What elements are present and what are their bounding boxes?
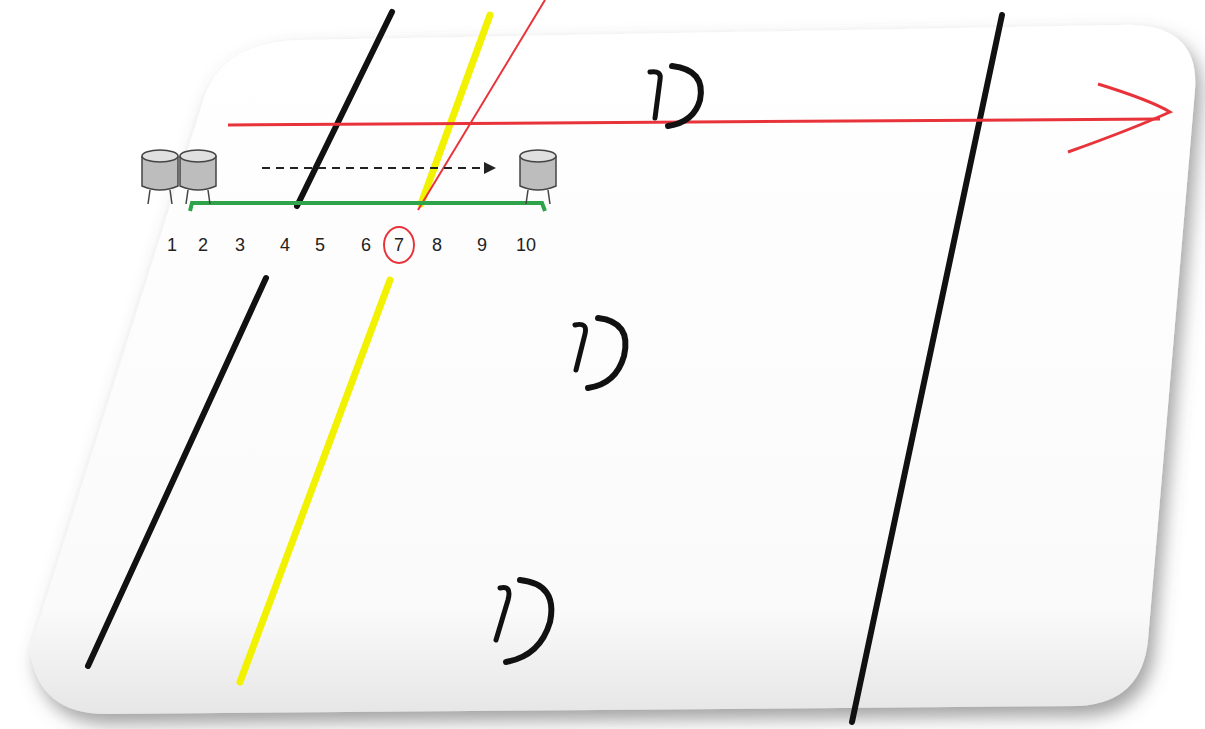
sensor: [180, 150, 216, 204]
callout-number: 10: [516, 236, 536, 254]
callout-number: 2: [198, 236, 208, 254]
red-arrowhead: [1068, 84, 1170, 152]
road-sheet: [30, 25, 1195, 714]
yellow-line: [240, 280, 390, 682]
callout-number: 7: [394, 236, 404, 254]
road-marking: [496, 580, 551, 662]
red-arrow: [228, 119, 1160, 125]
callout-number: 3: [235, 236, 245, 254]
callout-number: 5: [315, 236, 325, 254]
callout-number: 1: [167, 236, 177, 254]
highlight-circle: [384, 227, 414, 263]
road-marking: [650, 66, 701, 126]
dashed-arrow: [262, 167, 486, 169]
sensor: [142, 150, 178, 204]
callout-number: 4: [280, 236, 290, 254]
road-marking: [575, 318, 626, 388]
green-line: [190, 203, 545, 211]
sensor: [520, 150, 556, 204]
lane-line: [297, 12, 392, 206]
callout-number: 8: [432, 236, 442, 254]
dashed-arrowhead: [484, 162, 496, 174]
lane-line: [88, 278, 266, 666]
callout-number: 6: [361, 236, 371, 254]
callout-number: 9: [477, 236, 487, 254]
